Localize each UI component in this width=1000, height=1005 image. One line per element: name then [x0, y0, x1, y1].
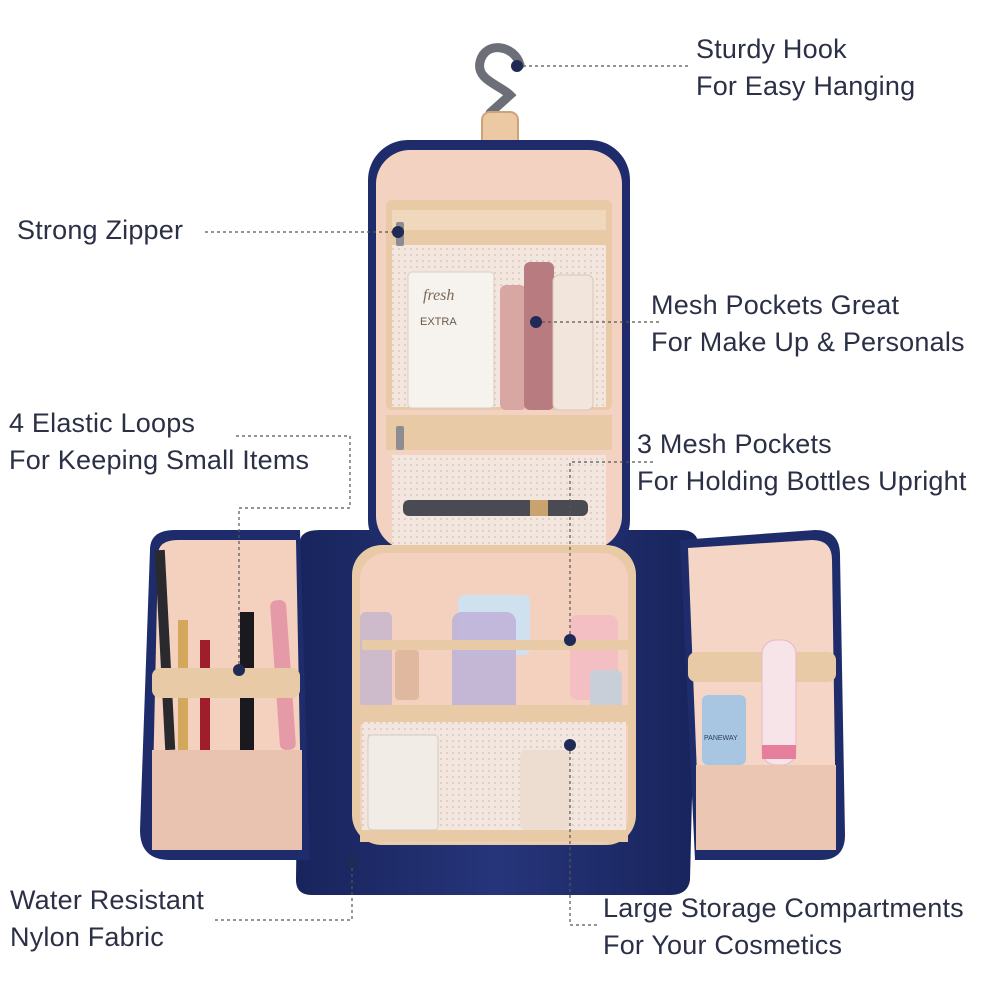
callout-leaders	[205, 60, 690, 926]
callout-fabric: Water Resistant Nylon Fabric	[10, 882, 204, 956]
callout-mesh-pockets-line2: For Make Up & Personals	[651, 327, 965, 357]
tube-brand: fresh	[423, 287, 454, 304]
hook-dot	[511, 60, 523, 72]
callout-storage-line2: For Your Cosmetics	[603, 930, 843, 960]
callout-hook-line2: For Easy Hanging	[696, 71, 916, 101]
storage-dot	[564, 739, 576, 751]
callout-fabric-line2: Nylon Fabric	[10, 922, 164, 952]
callout-elastic-line2: For Keeping Small Items	[9, 445, 310, 475]
left-side-panel	[140, 530, 310, 860]
zipper-dot	[392, 226, 404, 238]
callout-mesh-pockets-line1: Mesh Pockets Great	[651, 290, 900, 320]
elastic-loops-dot	[233, 664, 245, 676]
callout-elastic-line1: 4 Elastic Loops	[9, 408, 196, 438]
callout-hook: Sturdy Hook For Easy Hanging	[696, 31, 915, 105]
main-compartment	[352, 545, 636, 845]
callout-hook-line1: Sturdy Hook	[696, 34, 847, 64]
right-side-panel: PANEWAY	[680, 530, 845, 860]
callout-bottles-line1: 3 Mesh Pockets	[637, 429, 832, 459]
callout-mesh-pockets: Mesh Pockets Great For Make Up & Persona…	[651, 287, 965, 361]
callout-fabric-line1: Water Resistant	[10, 885, 205, 915]
fabric-dot	[346, 856, 358, 868]
callout-zipper-line1: Strong Zipper	[17, 215, 184, 245]
callout-bottle-pockets: 3 Mesh Pockets For Holding Bottles Uprig…	[637, 426, 967, 500]
tube-text: EXTRA	[420, 316, 457, 328]
callout-bottles-line2: For Holding Bottles Upright	[637, 466, 967, 496]
callout-storage-line1: Large Storage Compartments	[603, 893, 964, 923]
callout-elastic-loops: 4 Elastic Loops For Keeping Small Items	[9, 405, 309, 479]
callout-storage: Large Storage Compartments For Your Cosm…	[603, 890, 964, 964]
bottle-text: PANEWAY	[704, 735, 738, 742]
upper-mesh-pockets: fresh EXTRA	[386, 200, 612, 550]
callout-zipper: Strong Zipper	[17, 212, 183, 249]
bottle-pockets-dot	[564, 634, 576, 646]
mesh-pockets-dot	[530, 316, 542, 328]
